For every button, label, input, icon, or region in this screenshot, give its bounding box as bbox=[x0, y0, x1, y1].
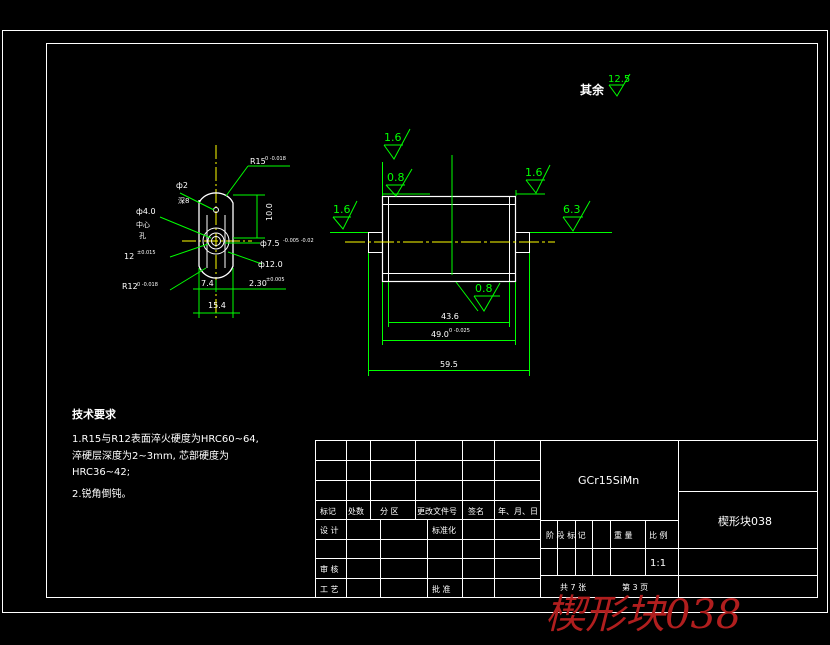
dim-2-3: 2.30 bbox=[249, 279, 267, 288]
dim-2-3-tol: ±0.005 bbox=[266, 277, 285, 283]
roughness-top-right: 1.6 bbox=[525, 166, 543, 179]
header-sign: 签名 bbox=[468, 506, 484, 516]
dim-phi7-5-tol: -0.005 -0.02 bbox=[283, 238, 314, 244]
surface-finish-label: 其余 bbox=[580, 82, 605, 97]
surface-finish-note: 其余 12.5 bbox=[580, 73, 631, 97]
label-standardize: 标准化 bbox=[432, 525, 456, 535]
material: GCr15SiMn bbox=[578, 474, 639, 487]
dim-43-6: 43.6 bbox=[441, 312, 459, 321]
title-block-text: GCr15SiMn 楔形块038 标记 处数 分 区 更改文件号 签名 年、月、… bbox=[320, 474, 772, 594]
surface-finish-value: 12.5 bbox=[608, 74, 630, 85]
header-doc: 更改文件号 bbox=[417, 506, 457, 516]
title-block bbox=[315, 440, 818, 598]
roughness-right-end: 6.3 bbox=[563, 203, 581, 216]
label-weight: 重 量 bbox=[614, 530, 633, 540]
technical-requirements: 技术要求 1.R15与R12表面淬火硬度为HRC60~64, 淬硬层深度为2~3… bbox=[72, 407, 259, 500]
roughness-top-left: 1.6 bbox=[384, 131, 402, 144]
tech-req-line3: HRC36~42; bbox=[72, 467, 130, 478]
label-approve: 批 准 bbox=[432, 584, 451, 594]
sheets-total: 共 7 张 bbox=[560, 583, 586, 592]
side-view: R15 0 -0.018 ф2 深8 ф4.0 中心 孔 10.0 ф7.5 -… bbox=[122, 145, 314, 320]
sheet-number: 第 3 页 bbox=[622, 582, 648, 592]
tech-req-title: 技术要求 bbox=[72, 407, 117, 421]
dim-r12-tol: 0 -0.018 bbox=[137, 282, 158, 288]
dim-phi4-note2: 孔 bbox=[139, 232, 146, 240]
outer-border bbox=[2, 30, 828, 613]
tech-req-line2: 淬硬层深度为2~3mm, 芯部硬度为 bbox=[72, 449, 229, 462]
tech-req-line4: 2.锐角倒钝。 bbox=[72, 487, 132, 500]
label-process: 工 艺 bbox=[320, 585, 339, 594]
header-zone: 分 区 bbox=[380, 507, 399, 516]
label-review: 审 核 bbox=[320, 564, 339, 574]
dim-59-5: 59.5 bbox=[440, 360, 458, 369]
dim-12: 12 bbox=[124, 252, 134, 261]
header-mark: 标记 bbox=[320, 506, 336, 516]
dim-12-tol: ±0.015 bbox=[137, 250, 156, 256]
label-design: 设 计 bbox=[320, 525, 339, 535]
dim-phi4: ф4.0 bbox=[136, 207, 156, 216]
dim-49: 49.0 bbox=[431, 330, 449, 339]
header-date: 年、月、日 bbox=[498, 506, 538, 516]
roughness-top-inner: 0.8 bbox=[387, 171, 405, 184]
dim-phi2: ф2 bbox=[176, 181, 188, 190]
dim-10: 10.0 bbox=[265, 203, 274, 221]
label-scale: 比 例 bbox=[649, 530, 668, 540]
scale-value: 1:1 bbox=[650, 558, 666, 569]
dim-phi2-note: 深8 bbox=[178, 196, 189, 205]
part-name: 楔形块038 bbox=[718, 515, 772, 528]
dim-phi7-5: ф7.5 bbox=[260, 239, 280, 248]
dim-7-4: 7.4 bbox=[201, 279, 214, 288]
label-stage: 阶 段 标 记 bbox=[546, 530, 586, 540]
dim-15-4: 15.4 bbox=[208, 301, 226, 310]
dim-phi4-note1: 中心 bbox=[136, 220, 150, 229]
dim-49-tol: 0 -0.025 bbox=[449, 328, 470, 334]
header-count: 处数 bbox=[348, 506, 364, 516]
front-view: 1.6 1.6 0.8 1.6 6.3 0.8 43.6 49.0 0 -0.0… bbox=[330, 128, 612, 376]
dim-r12: R12 bbox=[122, 282, 138, 291]
watermark: 楔形块038 bbox=[545, 592, 741, 638]
tech-req-line1: 1.R15与R12表面淬火硬度为HRC60~64, bbox=[72, 432, 259, 445]
dim-r15-tol: 0 -0.018 bbox=[265, 156, 286, 162]
dim-r15: R15 bbox=[250, 157, 266, 166]
dim-phi12: ф12.0 bbox=[258, 260, 283, 269]
roughness-bottom: 0.8 bbox=[475, 282, 493, 295]
roughness-left-end: 1.6 bbox=[333, 203, 351, 216]
